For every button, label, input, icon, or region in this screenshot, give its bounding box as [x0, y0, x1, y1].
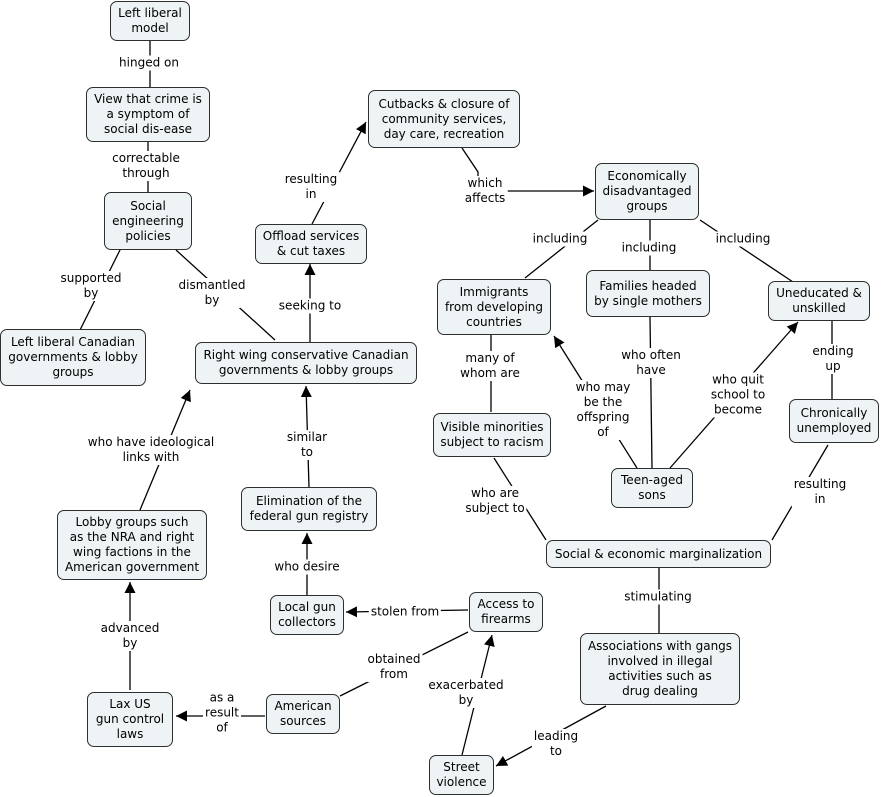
- connector-line: [649, 316, 653, 469]
- link-label: resulting in: [282, 172, 340, 202]
- node-offload[interactable]: Offload services & cut taxes: [255, 224, 367, 264]
- link-label: many of whom are: [458, 351, 522, 381]
- link-label: who quit school to become: [708, 372, 768, 418]
- node-left-liberal-govts[interactable]: Left liberal Canadian governments & lobb…: [0, 329, 146, 386]
- node-left-liberal-model[interactable]: Left liberal model: [110, 1, 190, 41]
- link-label: supported by: [58, 271, 124, 301]
- link-label: dismantled by: [176, 278, 248, 308]
- link-label: as a result of: [203, 690, 241, 736]
- node-street-violence[interactable]: Street violence: [429, 755, 494, 795]
- link-label: hinged on: [117, 55, 181, 71]
- link-label: who often have: [619, 348, 683, 378]
- node-cutbacks[interactable]: Cutbacks & closure of community services…: [368, 90, 520, 148]
- node-gangs[interactable]: Associations with gangs involved in ille…: [580, 633, 740, 705]
- node-immigrants[interactable]: Immigrants from developing countries: [437, 279, 551, 335]
- link-label: who may be the offspring of: [573, 380, 633, 440]
- node-lobby-groups-us[interactable]: Lobby groups such as the NRA and right w…: [57, 510, 207, 580]
- node-access-firearms[interactable]: Access to firearms: [469, 592, 543, 632]
- link-label: leading to: [531, 729, 581, 759]
- node-marginalization[interactable]: Social & economic marginalization: [546, 540, 771, 568]
- node-lax-laws[interactable]: Lax US gun control laws: [87, 692, 173, 747]
- link-label: including: [619, 240, 679, 256]
- connector-line: [699, 219, 794, 283]
- node-american-sources[interactable]: American sources: [266, 694, 340, 734]
- link-label: obtained from: [365, 652, 423, 682]
- node-visible-minorities[interactable]: Visible minorities subject to racism: [433, 413, 551, 457]
- link-label: similar to: [284, 430, 330, 460]
- link-label: ending up: [810, 344, 856, 374]
- link-label: seeking to: [276, 298, 344, 314]
- link-label: advanced by: [98, 621, 162, 651]
- node-econ-disadvantaged[interactable]: Economically disadvantaged groups: [595, 163, 699, 220]
- link-label: stolen from: [368, 604, 442, 620]
- node-social-engineering[interactable]: Social engineering policies: [104, 192, 192, 250]
- node-teen-sons[interactable]: Teen-aged sons: [611, 468, 693, 508]
- node-crime-view[interactable]: View that crime is a symptom of social d…: [86, 87, 210, 142]
- link-label: exacerbated by: [426, 678, 506, 708]
- node-chronically[interactable]: Chronically unemployed: [789, 399, 879, 443]
- link-label: stimulating: [622, 589, 694, 605]
- node-local-collectors[interactable]: Local gun collectors: [270, 595, 344, 635]
- node-families[interactable]: Families headed by single mothers: [586, 270, 710, 317]
- link-label: including: [713, 231, 773, 247]
- link-label: which affects: [462, 176, 508, 206]
- link-label: resulting in: [791, 477, 849, 507]
- link-label: correctable through: [110, 151, 182, 181]
- link-label: including: [530, 231, 590, 247]
- link-label: who are subject to: [463, 486, 527, 516]
- link-label: who have ideological links with: [85, 435, 217, 465]
- connector-line: [524, 219, 599, 279]
- node-right-wing-govts[interactable]: Right wing conservative Canadian governm…: [195, 342, 417, 384]
- node-elimination-registry[interactable]: Elimination of the federal gun registry: [241, 487, 377, 531]
- link-label: who desire: [272, 559, 342, 575]
- node-uneducated[interactable]: Uneducated & unskilled: [768, 281, 870, 321]
